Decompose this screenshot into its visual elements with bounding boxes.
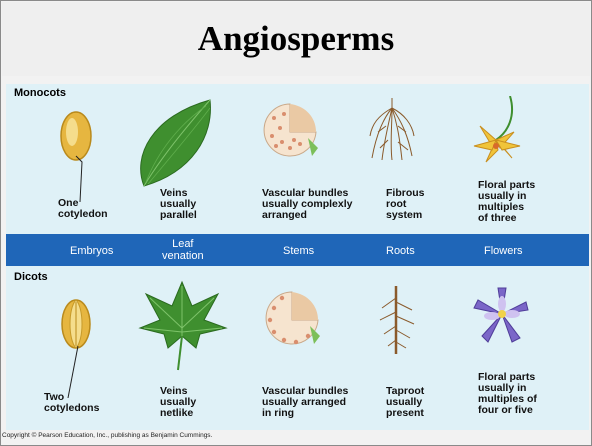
band-label-roots: Roots [386, 245, 415, 257]
caption-parallel-veins: Veins usually parallel [160, 188, 197, 221]
band-label-leaf-venation: Leaf venation [162, 238, 204, 262]
fibrous-root-illustration [368, 96, 416, 162]
caption-floral-three: Floral parts usually in multiples of thr… [478, 180, 535, 224]
caption-two-cotyledons: Two cotyledons [44, 392, 99, 414]
caption-complex-bundles: Vascular bundles usually complexly arran… [262, 188, 352, 221]
monocot-stem-cross-section-illustration [260, 98, 320, 160]
title-bar: Angiosperms [2, 2, 590, 76]
dicot-stem-cross-section-illustration [262, 286, 322, 348]
three-part-flower-illustration [466, 96, 530, 176]
copyright-notice: Copyright © Pearson Education, Inc., pub… [2, 432, 212, 439]
caption-one-cotyledon: One cotyledon [58, 198, 108, 220]
caption-floral-four-five: Floral parts usually in multiples of fou… [478, 372, 537, 416]
caption-netlike-veins: Veins usually netlike [160, 386, 196, 419]
parallel-vein-leaf-illustration [132, 96, 224, 190]
dicot-seed-illustration [56, 294, 100, 398]
slide-title: Angiosperms [198, 19, 394, 59]
taproot-illustration [374, 286, 418, 356]
caption-taproot: Taproot usually present [386, 386, 424, 419]
caption-ring-bundles: Vascular bundles usually arranged in rin… [262, 386, 348, 419]
monocot-seed-illustration [56, 106, 100, 202]
band-label-embryos: Embryos [70, 245, 113, 257]
netlike-vein-leaf-illustration [138, 276, 228, 372]
monocots-label: Monocots [14, 87, 66, 99]
band-label-stems: Stems [283, 245, 314, 257]
five-part-flower-illustration [472, 284, 532, 346]
band-label-flowers: Flowers [484, 245, 523, 257]
caption-fibrous-root: Fibrous root system [386, 188, 425, 221]
dicots-label: Dicots [14, 271, 48, 283]
